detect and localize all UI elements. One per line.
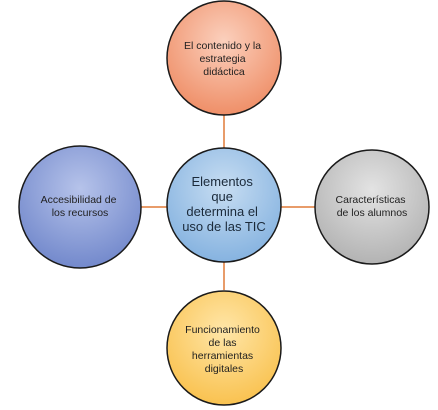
node-center-line-1: Elementos: [191, 174, 253, 189]
node-top-line-1: El contenido y la: [184, 40, 261, 52]
node-right-line-1: Características: [336, 194, 406, 206]
svg-text:Accesibilidad de los rec: Accesibilidad de los recursos: [41, 194, 120, 219]
node-left-line-1: Accesibilidad de: [41, 194, 117, 206]
node-center-line-3: determina el: [186, 204, 258, 219]
node-bottom-line-3: herramientas: [192, 350, 253, 362]
node-right: Características de los alumnos: [314, 149, 430, 265]
node-right-circle: [314, 149, 430, 265]
node-right-line-2: de los alumnos: [337, 207, 408, 219]
svg-text:El contenido y la estrat: El contenido y la estrategia didáctica: [184, 40, 264, 78]
node-bottom-line-4: digitales: [205, 363, 244, 375]
node-center-circle: [166, 147, 282, 263]
node-center-line-2: que: [211, 189, 233, 204]
node-top-line-2: estrategia: [199, 53, 245, 65]
node-top-circle: [166, 0, 282, 116]
svg-text:Funcionamiento de las: Funcionamiento de las herramientas digit…: [185, 324, 263, 375]
svg-text:Elementos que dete: Elementos que determina el uso de las TI…: [182, 174, 266, 234]
node-left-line-2: los recursos: [52, 207, 109, 219]
node-left-circle: [18, 145, 142, 269]
node-top-line-3: didáctica: [203, 66, 245, 78]
node-left: Accesibilidad de los recursos: [18, 145, 142, 269]
svg-text:Características de los a: Características de los alumnos: [336, 194, 409, 219]
node-bottom: Funcionamiento de las herramientas digit…: [166, 290, 282, 406]
node-bottom-line-1: Funcionamiento: [185, 324, 260, 336]
connectors: [140, 114, 316, 290]
node-top: El contenido y la estrategia didáctica: [166, 0, 282, 116]
node-center-line-4: uso de las TIC: [182, 219, 266, 234]
node-bottom-circle: [166, 290, 282, 406]
node-bottom-line-2: de las: [209, 337, 237, 349]
node-center: Elementos que determina el uso de las TI…: [166, 147, 282, 263]
